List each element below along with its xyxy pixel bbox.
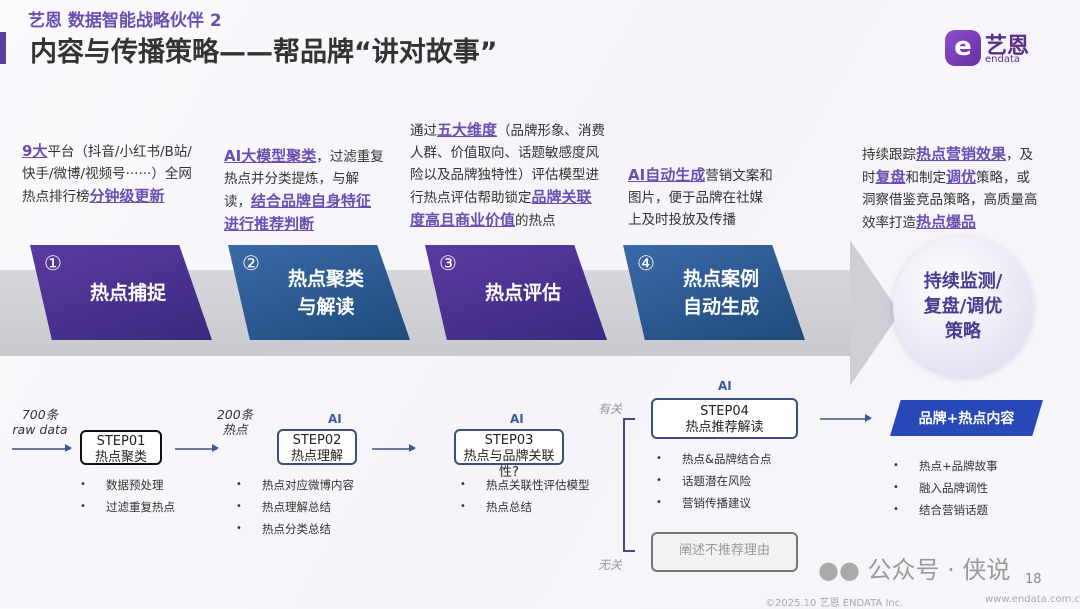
bullet: 热点&品牌结合点: [656, 448, 771, 470]
step-id: STEP02: [292, 433, 342, 448]
description-text: 平台（抖音/小红书/B站/快手/微博/视频号······）全网热点排行榜: [22, 144, 192, 205]
bullet: 结合营销话题: [893, 499, 998, 521]
bullet: 热点对应微博内容: [236, 474, 354, 496]
endata-logo: e 艺恩 endata: [945, 28, 1035, 68]
stage-number: ④: [637, 251, 655, 275]
ai-badge: AI: [718, 379, 732, 393]
branch-bracket: [623, 418, 635, 552]
step03-bullets: 热点关联性评估模型热点总结: [460, 474, 590, 518]
arrow: [372, 445, 416, 451]
description-text: 和制定: [905, 170, 947, 186]
bullet: 热点+品牌故事: [893, 455, 998, 477]
bullet: 融入品牌调性: [893, 477, 998, 499]
bullet: 营销传播建议: [656, 492, 771, 514]
stage-number: ①: [44, 251, 62, 275]
final-stage-circle: 持续监测/ 复盘/调优 策略: [893, 236, 1033, 376]
highlight-text: 结合品牌自身特征进行推荐判断: [224, 192, 372, 233]
stage-number: ②: [242, 251, 260, 275]
bullet: 热点总结: [460, 496, 590, 518]
slide-subtitle: 艺恩 数据智能战略伙伴 2: [28, 11, 222, 31]
highlight-text: 五大维度: [437, 121, 498, 139]
copyright: ©2025.10 艺恩 ENDATA Inc.: [765, 598, 904, 609]
brand-hotspot-output: 品牌+热点内容: [890, 400, 1043, 436]
highlight-text: AI自动生成: [628, 166, 706, 184]
arrow: [820, 415, 872, 421]
stage-4: ④ 热点案例 自动生成: [623, 245, 805, 340]
input-raw-label: 700条 raw data: [12, 407, 68, 437]
page-number: 18: [1025, 572, 1042, 587]
step-id: STEP03: [484, 433, 534, 448]
unrelated-label: 无关: [598, 558, 623, 572]
description-text: 的热点: [515, 213, 556, 229]
highlight-text: 品牌关联度高且商业价值: [410, 188, 592, 229]
description-text: （品牌形象、消费人群、价值取向、话题敏感度风险以及品牌独特性）评估模型进行热点评…: [410, 123, 606, 206]
stage-3: ③ 热点评估: [425, 245, 607, 340]
highlight-text: 热点爆品: [916, 213, 977, 231]
arrow: [175, 445, 219, 451]
bullet: 热点关联性评估模型: [460, 474, 590, 496]
highlight-text: 热点营销效果: [916, 145, 1007, 163]
title-accent-bar: [0, 32, 6, 64]
step01-bullets: 数据预处理过滤重复热点: [80, 474, 175, 518]
stage-4-description: AI自动生成营销文案和图片，便于品牌在社媒上及时投放及传播: [628, 164, 773, 231]
description-text: ，过滤重复热点并分类提炼，与解读，: [224, 149, 384, 210]
stage-1-description: 9大平台（抖音/小红书/B站/快手/微博/视频号······）全网热点排行榜分钟…: [22, 140, 194, 208]
step-name: 热点推荐解读: [685, 420, 764, 435]
stage-label: 热点评估: [484, 281, 561, 304]
no-recommend-reason-box: 阐述不推荐理由: [651, 532, 798, 572]
logo-mark-icon: e: [945, 30, 981, 66]
description-text: 持续跟踪: [862, 147, 916, 163]
description-text: ，及时: [862, 147, 1034, 186]
output-bullets: 热点+品牌故事融入品牌调性结合营销话题: [893, 455, 998, 521]
bullet: 热点分类总结: [236, 518, 354, 540]
input-hotspot-label: 200条 热点: [216, 407, 254, 437]
highlight-text: AI大模型聚类: [224, 147, 317, 165]
step-id: STEP04: [700, 404, 749, 419]
stage-label: 热点聚类 与解读: [287, 267, 364, 318]
highlight-text: 复盘: [875, 168, 906, 186]
highlight-text: 分钟级更新: [89, 187, 165, 205]
bullet: 过滤重复热点: [80, 496, 175, 518]
description-text: 通过: [410, 123, 437, 139]
stage-number: ③: [439, 251, 457, 275]
highlight-text: 调优: [946, 168, 977, 186]
stage-2: ② 热点聚类 与解读: [228, 245, 410, 340]
watermark-text: 公众号 · 侠说: [867, 556, 1011, 584]
bullet: 话题潜在风险: [656, 470, 771, 492]
final-stage-label: 持续监测/ 复盘/调优 策略: [923, 270, 1003, 342]
ai-badge: AI: [328, 412, 342, 426]
slide-title: 内容与传播策略——帮品牌“讲对故事”: [30, 37, 498, 68]
watermark: ●● 公众号 · 侠说: [818, 550, 1010, 585]
stage-label: 热点捕捉: [89, 281, 166, 304]
stage-2-description: AI大模型聚类，过滤重复热点并分类提炼，与解读，结合品牌自身特征进行推荐判断: [224, 145, 384, 236]
bullet: 数据预处理: [80, 474, 175, 496]
description-text: 策略，或洞察借鉴竞品策略，高质量高效率打造: [862, 170, 1038, 231]
stage-5-description: 持续跟踪热点营销效果，及时复盘和制定调优策略，或洞察借鉴竞品策略，高质量高效率打…: [862, 143, 1042, 234]
step04-bullets: 热点&品牌结合点话题潜在风险营销传播建议: [656, 448, 771, 514]
process-arrow-head: [850, 240, 900, 386]
logo-cn: 艺恩: [985, 34, 1030, 59]
stage-label: 热点案例 自动生成: [682, 267, 759, 318]
highlight-text: 9大: [22, 142, 48, 160]
ai-badge: AI: [510, 412, 524, 426]
logo-en: endata: [985, 54, 1021, 65]
step-name: 热点理解: [290, 449, 343, 464]
arrow: [12, 445, 72, 451]
stage-3-description: 通过五大维度（品牌形象、消费人群、价值取向、话题敏感度风险以及品牌独特性）评估模…: [410, 119, 605, 232]
stage-1: ① 热点捕捉: [30, 245, 212, 340]
step-name: 热点聚类: [94, 450, 147, 465]
description-text: 营销文案和图片，便于品牌在社媒上及时投放及传播: [628, 168, 773, 228]
step02-bullets: 热点对应微博内容热点理解总结热点分类总结: [236, 474, 354, 540]
bullet: 热点理解总结: [236, 496, 354, 518]
website-url: www.endata.com.cn: [985, 594, 1080, 605]
wechat-icon: ●●: [818, 556, 860, 584]
related-label: 有关: [598, 402, 623, 416]
step-id: STEP01: [96, 434, 146, 449]
